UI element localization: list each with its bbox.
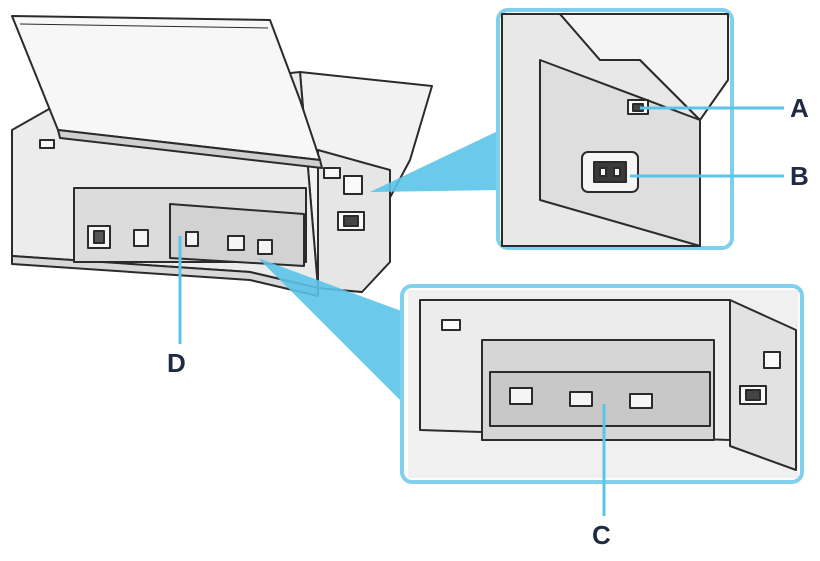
scanner-lid <box>11 15 321 161</box>
printer-rear-view <box>11 15 433 297</box>
callout-detail-ab <box>501 13 729 247</box>
callout-pointer-ab <box>370 130 500 192</box>
label-b: B <box>790 161 809 191</box>
callout-pointer-c <box>258 258 404 404</box>
callout-detail-c <box>408 290 798 478</box>
label-d: D <box>167 348 186 378</box>
label-a: A <box>790 93 809 123</box>
label-c: C <box>592 520 611 550</box>
